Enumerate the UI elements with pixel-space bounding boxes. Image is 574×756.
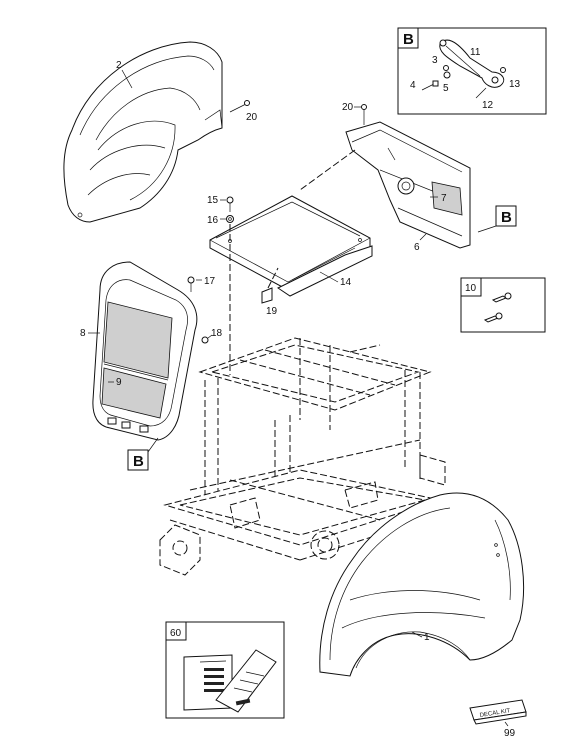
clip-17 bbox=[187, 276, 202, 292]
callout-20-left: 20 bbox=[246, 112, 258, 123]
support-plate bbox=[209, 195, 373, 297]
detail-b-box: B bbox=[397, 27, 547, 115]
box-60-label: 60 bbox=[170, 628, 182, 639]
callout-18: 18 bbox=[211, 328, 223, 339]
callout-13: 13 bbox=[509, 79, 521, 90]
callout-17: 17 bbox=[204, 276, 216, 287]
callout-2: 2 bbox=[116, 60, 122, 71]
chassis-frame bbox=[159, 337, 446, 576]
callout-6: 6 bbox=[414, 242, 420, 253]
callout-12: 12 bbox=[482, 100, 494, 111]
callout-15: 15 bbox=[207, 195, 219, 206]
bolt-20-left bbox=[229, 100, 250, 113]
decal-kit-label: DECAL KIT bbox=[479, 708, 511, 719]
detail-b-label: B bbox=[403, 31, 414, 48]
callout-99: 99 bbox=[504, 728, 516, 739]
rear-panel bbox=[345, 121, 471, 249]
box-60: 60 bbox=[165, 621, 285, 719]
callout-14: 14 bbox=[340, 277, 352, 288]
box-10: 10 bbox=[460, 277, 546, 333]
callout-11: 11 bbox=[470, 47, 481, 58]
decal-kit: DECAL KIT bbox=[469, 699, 527, 725]
front-fender bbox=[319, 492, 525, 677]
callout-16: 16 bbox=[207, 215, 219, 226]
ref-b-right: B bbox=[501, 209, 512, 226]
clip-19 bbox=[261, 267, 279, 304]
bolt-15 bbox=[226, 196, 234, 212]
light-housing bbox=[92, 261, 198, 441]
callout-5: 5 bbox=[443, 83, 449, 94]
ref-b-left: B bbox=[133, 453, 144, 470]
box-10-label: 10 bbox=[465, 283, 477, 294]
callout-3: 3 bbox=[432, 55, 438, 66]
rear-fender-left bbox=[63, 41, 223, 223]
callout-1: 1 bbox=[424, 632, 430, 643]
callout-20-right: 20 bbox=[342, 102, 354, 113]
callout-8: 8 bbox=[80, 328, 86, 339]
callout-9: 9 bbox=[116, 377, 122, 388]
nut-18 bbox=[201, 334, 213, 344]
callout-4: 4 bbox=[410, 80, 416, 91]
callout-7: 7 bbox=[441, 193, 447, 204]
callout-19: 19 bbox=[266, 306, 278, 317]
